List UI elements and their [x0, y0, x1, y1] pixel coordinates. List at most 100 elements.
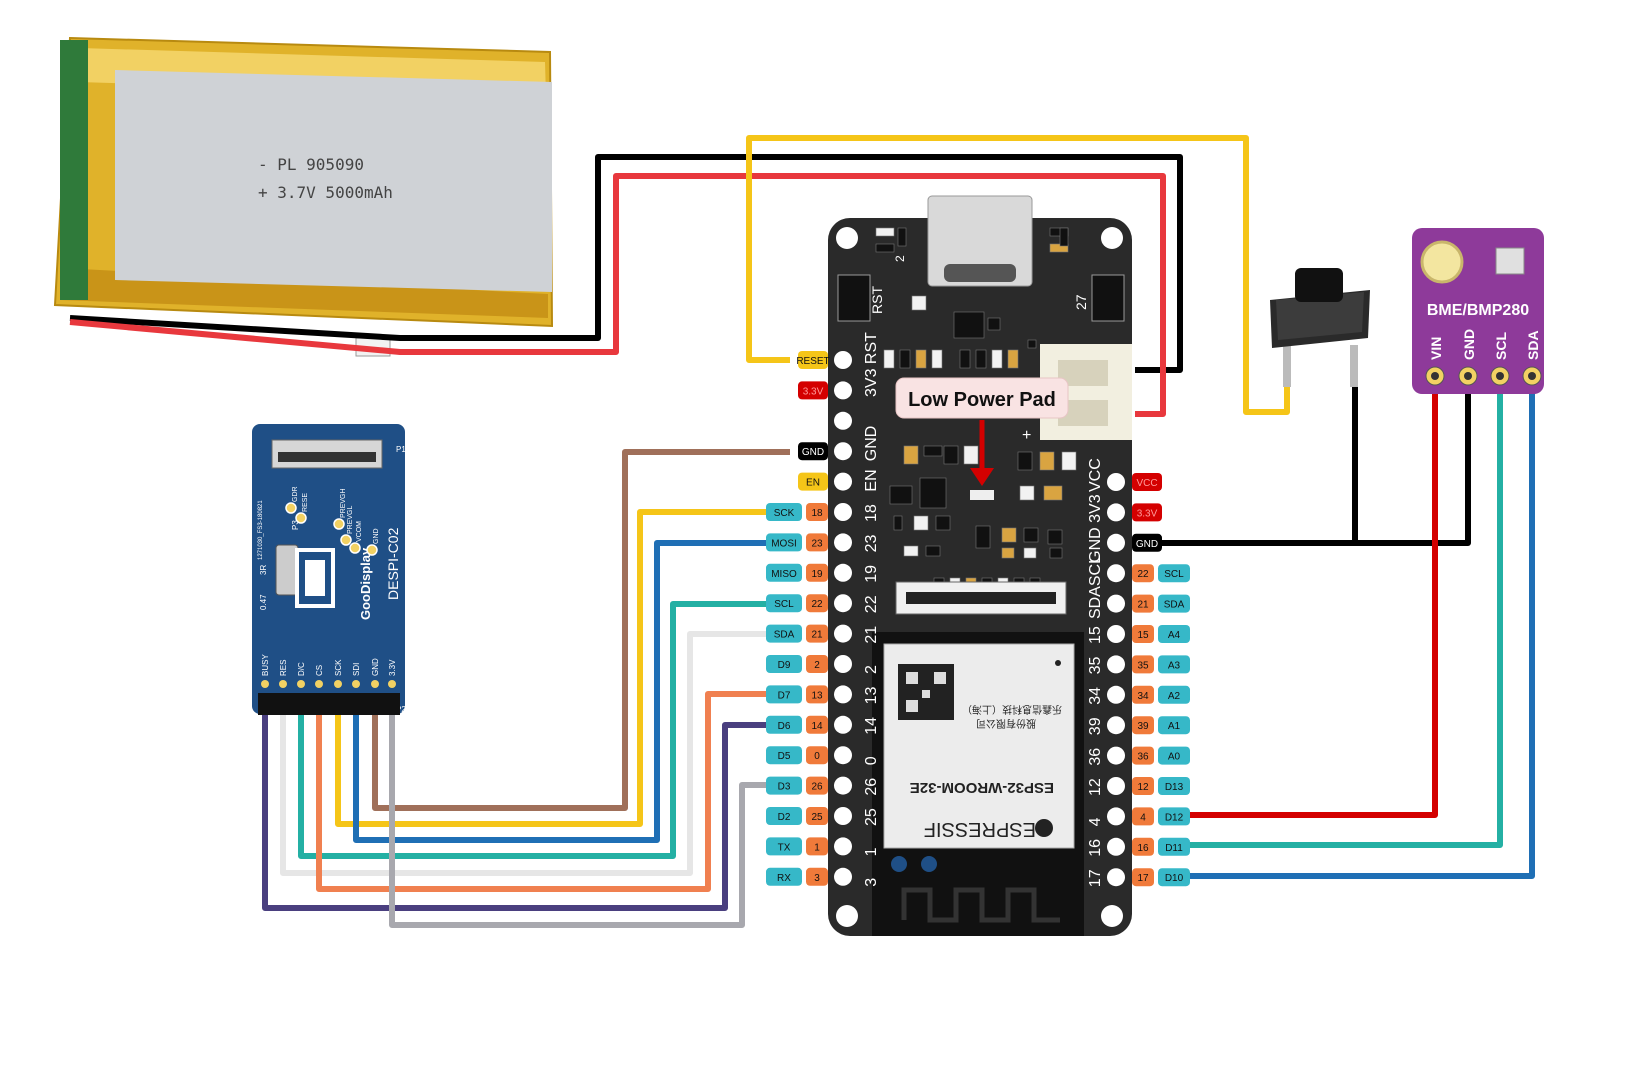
- smd-component: [899, 349, 911, 369]
- header-pin-left: [834, 472, 852, 491]
- adapter-side-label-2: P3: [291, 520, 300, 530]
- smd-component: [913, 515, 929, 531]
- smd-component: [963, 445, 979, 465]
- wire-display-rst: [298, 601, 790, 859]
- pin-label-left-15-text: D2: [778, 812, 791, 823]
- silk-right-3: 15: [1087, 626, 1104, 644]
- pin-num-right-8-text: 39: [1137, 721, 1149, 732]
- pin-num-right-9-text: 36: [1137, 752, 1149, 763]
- smd-component: [991, 349, 1003, 369]
- wire-battery-negative: [69, 154, 1183, 373]
- pin-label-right-4-badge: [1158, 594, 1190, 613]
- pin-num-right-10-text: 12: [1137, 782, 1149, 793]
- pin-label-right-13-text: D10: [1165, 873, 1184, 884]
- silk-left-8: 21: [863, 626, 880, 644]
- silk-left-3: EN: [863, 469, 880, 491]
- pin-label-left-13-text: D5: [778, 751, 791, 762]
- pin-num-right-11-badge: [1132, 807, 1154, 826]
- pin-label-right-12-text: D11: [1165, 843, 1183, 854]
- svg-text:+: +: [1022, 427, 1031, 444]
- pin-num-left-6-badge: [806, 533, 828, 552]
- header-pin-left: [834, 381, 852, 400]
- pin-label-right-6-badge: [1158, 655, 1190, 674]
- battery-label-line1: - PL 905090: [258, 155, 364, 174]
- mount-hole: [836, 905, 858, 927]
- esp32-wroom-module: 乐鑫信息科技（上海） 股份有限公司 ESP32-WROOM-32E ESPRES…: [872, 632, 1084, 936]
- smd-component: [1049, 547, 1063, 559]
- pin-num-right-5-text: 15: [1137, 630, 1149, 641]
- silk-right-2: SDASCL: [1087, 555, 1104, 619]
- smd-component: [959, 349, 971, 369]
- pin-num-left-15-badge: [806, 807, 828, 825]
- silk-left-4: 18: [863, 504, 880, 522]
- smd-component: [889, 485, 913, 505]
- pin-label-left-3-badge: [798, 442, 828, 461]
- header-pin-left: [834, 746, 852, 765]
- silk-right-7: 36: [1087, 748, 1104, 766]
- adapter-test-pad: [340, 534, 352, 546]
- mount-hole: [1101, 905, 1123, 927]
- pin-label-right-6-text: A3: [1168, 660, 1181, 671]
- pin-label-right-12-badge: [1158, 837, 1190, 856]
- silk-right-1: GND 3V3: [1087, 494, 1104, 563]
- sensor-pin-hole: [1464, 372, 1472, 380]
- header-pin-left: [834, 503, 852, 521]
- smd-component: [1023, 547, 1037, 559]
- pin-label-left-5-text: SCK: [774, 508, 795, 519]
- pin-label-left-8-badge: [766, 594, 802, 613]
- pin-num-right-11-text: 4: [1140, 812, 1146, 823]
- smd-component: [1001, 527, 1017, 543]
- pin-label-right-11-badge: [1158, 807, 1190, 826]
- pin-num-left-10-badge: [806, 655, 828, 673]
- header-pin-left: [834, 655, 852, 673]
- pin-label-left-12-text: D6: [778, 721, 791, 732]
- pin-label-left-17-text: RX: [777, 873, 791, 884]
- pin-num-right-4-badge: [1132, 594, 1154, 613]
- wire-display-3v3: [280, 631, 790, 876]
- wire-sensor-vin: [1160, 376, 1438, 818]
- pin-label-left-11-text: D7: [778, 690, 791, 701]
- header-pin-left: [834, 351, 852, 369]
- pin-num-left-14-text: 26: [811, 782, 823, 793]
- sensor-pin-hole: [1431, 372, 1439, 380]
- wire-battery-positive: [69, 173, 1166, 417]
- pin-num-left-16-text: 1: [814, 842, 820, 853]
- pin-label-left-16-text: TX: [778, 842, 791, 853]
- pin-label-left-9-text: SDA: [774, 630, 795, 641]
- sensor-pin-label-2: SCL: [1493, 332, 1509, 360]
- silk-right-9: 4: [1087, 817, 1104, 826]
- pin-num-left-9-badge: [806, 624, 828, 643]
- pin-num-left-7-text: 19: [811, 569, 823, 580]
- pin-num-right-7-badge: [1132, 685, 1154, 704]
- header-pin-right: [1107, 746, 1125, 765]
- module-brand: ESPRESSIF: [924, 818, 1036, 840]
- smd-component: [911, 295, 927, 311]
- adapter-top-pin-label-5: GND: [373, 528, 380, 544]
- pin-num-right-3-badge: [1132, 564, 1154, 583]
- header-pin-left: [834, 715, 852, 734]
- wire-reset: [746, 135, 1290, 415]
- wire-sensor-scl: [1160, 376, 1503, 848]
- smd-component: [875, 227, 895, 237]
- smd-component: [915, 349, 927, 369]
- smd-component: [1007, 349, 1019, 369]
- pin-label-left-6-text: MOSI: [771, 538, 797, 549]
- silk-27: 27: [1073, 294, 1089, 310]
- pin-label-left-5-badge: [766, 503, 802, 521]
- pin-num-left-10-text: 2: [814, 660, 820, 671]
- header-pin-left: [834, 837, 852, 856]
- pcb-antenna: [901, 887, 1060, 923]
- pin-num-right-7-text: 34: [1137, 691, 1149, 702]
- pin-label-left-16-badge: [766, 837, 802, 856]
- silk-left-2: GND: [863, 426, 880, 462]
- pin-label-left-7-text: MISO: [771, 569, 797, 580]
- pin-num-right-13-text: 17: [1137, 873, 1149, 884]
- adapter-bottom-pin-label-3: CS: [315, 665, 324, 676]
- adapter-header-pad: [297, 680, 305, 688]
- adapter-side-label-1: 3R: [259, 565, 268, 575]
- silk-right-8: 12: [1087, 778, 1104, 796]
- wire-sensor-sda: [1160, 376, 1535, 879]
- pin-label-right-10-badge: [1158, 777, 1190, 795]
- pin-label-right-2-badge: [1132, 533, 1162, 552]
- pin-label-left-13-badge: [766, 746, 802, 765]
